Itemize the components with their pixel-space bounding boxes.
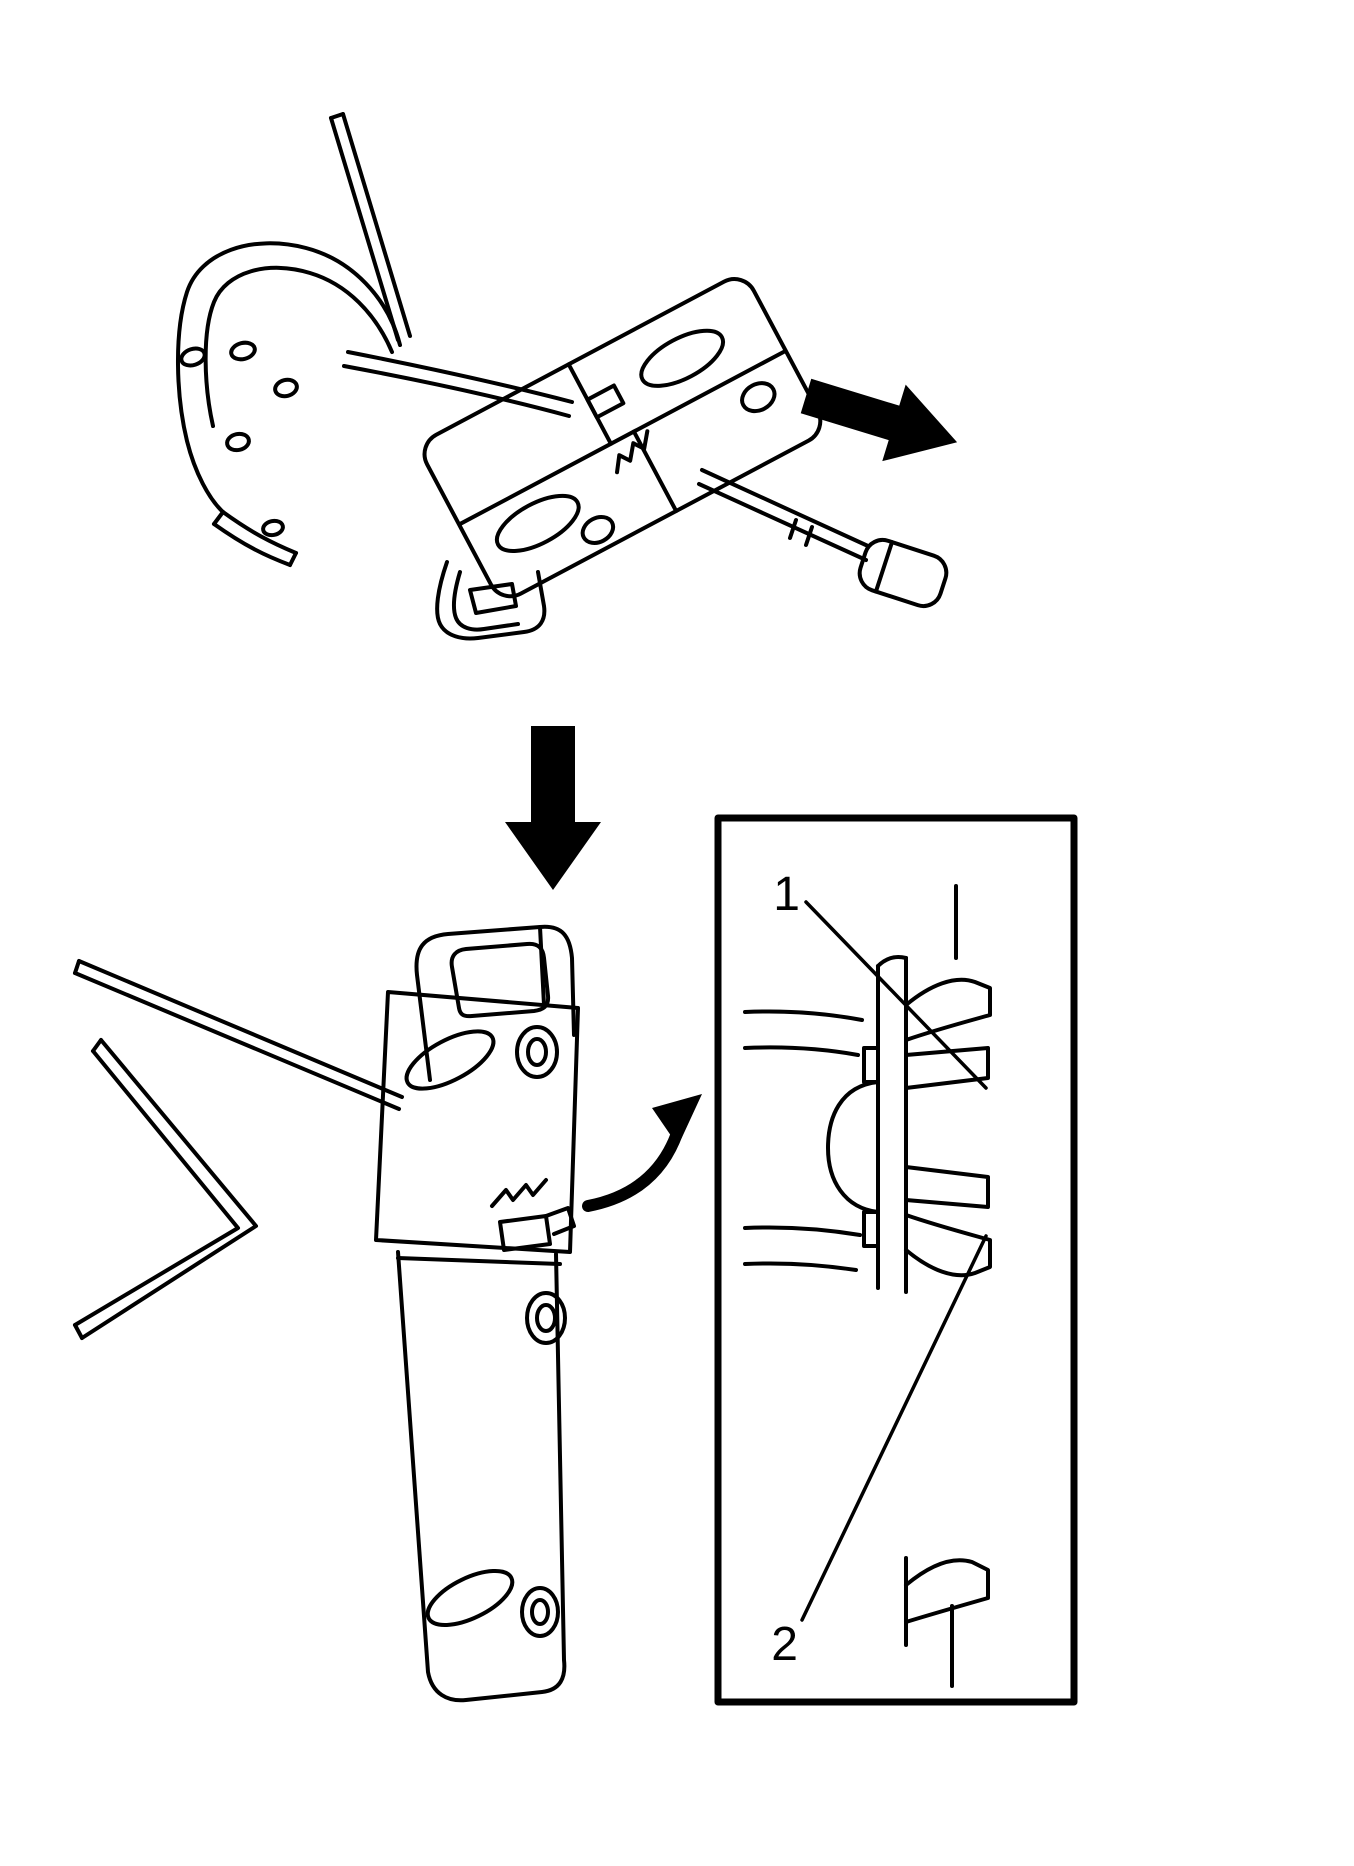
curved-detail-arrow-icon bbox=[582, 1094, 702, 1212]
clip-lower-barb bbox=[904, 1165, 990, 1209]
clip-upper-barb bbox=[904, 1046, 990, 1090]
right-direction-arrow-icon bbox=[800, 378, 958, 462]
callout-2: 2 bbox=[771, 1234, 988, 1671]
clip-lower-wing bbox=[904, 1213, 992, 1278]
line-art-root: 1 2 bbox=[73, 112, 1078, 1706]
callout-2-label: 2 bbox=[771, 1618, 798, 1671]
retainer-clip-detail bbox=[743, 884, 992, 1688]
cable-clip bbox=[490, 1178, 576, 1252]
bent-bar bbox=[73, 1038, 258, 1340]
callout-1-label: 1 bbox=[773, 868, 800, 921]
callout-1: 1 bbox=[773, 868, 988, 1090]
bottom-assembly-drawing bbox=[73, 924, 702, 1703]
clip-bump bbox=[826, 1080, 880, 1214]
cable bbox=[342, 350, 574, 418]
clip-bottom-wing bbox=[904, 1558, 990, 1624]
retainer-bracket bbox=[422, 277, 823, 599]
body-panel bbox=[175, 241, 402, 567]
cable-rod bbox=[73, 959, 404, 1111]
callout-2-leader-line bbox=[800, 1234, 988, 1622]
down-step-arrow-icon bbox=[505, 726, 601, 890]
bracket-hook-tab bbox=[435, 560, 547, 641]
clip-tab bbox=[585, 383, 626, 420]
clip-teeth bbox=[615, 429, 650, 475]
antenna-rod bbox=[329, 112, 412, 342]
clip-upper-wing bbox=[904, 977, 992, 1042]
release-rod bbox=[697, 468, 949, 609]
retainer-bracket-vertical bbox=[374, 924, 580, 1703]
callout-1-leader-line bbox=[804, 900, 988, 1090]
top-assembly-drawing bbox=[175, 112, 958, 641]
t-handle bbox=[857, 537, 949, 609]
detail-callout-box: 1 2 bbox=[714, 814, 1078, 1706]
